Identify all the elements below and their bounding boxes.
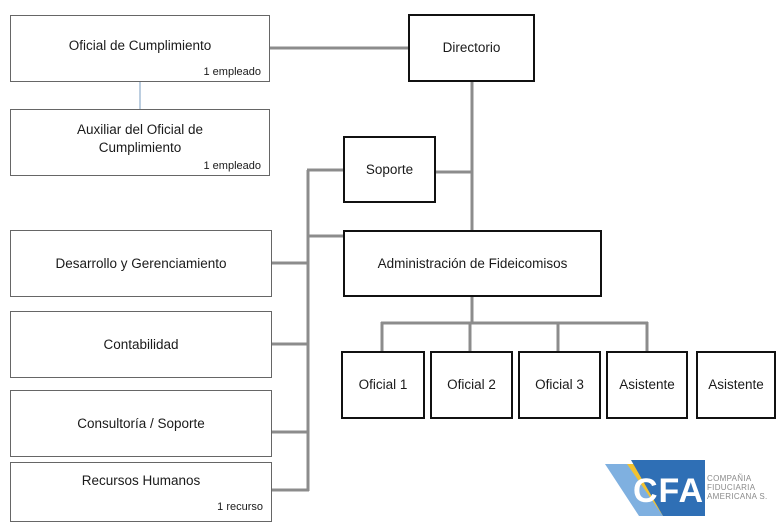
node-directorio: Directorio [408, 14, 535, 82]
node-label: Soporte [365, 161, 414, 177]
node-desarrollo-gerenciamiento: Desarrollo y Gerenciamiento [10, 230, 272, 297]
node-label: Asistente [619, 377, 675, 392]
node-consultoria-soporte: Consultoría / Soporte [10, 390, 272, 457]
node-label: Desarrollo y Gerenciamiento [55, 255, 227, 271]
node-asistente-1: Asistente [606, 351, 688, 419]
node-contabilidad: Contabilidad [10, 311, 272, 378]
node-administracion-fideicomisos: Administración de Fideicomisos [343, 230, 602, 297]
node-auxiliar-oficial: Auxiliar del Oficial de Cumplimiento 1 e… [10, 109, 270, 176]
node-label: Administración de Fideicomisos [377, 255, 568, 271]
logo-light-blue-shape [605, 464, 663, 516]
node-label: Oficial 3 [535, 377, 584, 392]
node-asistente-2: Asistente [696, 351, 776, 419]
logo-blue-shape [631, 460, 705, 516]
logo-company-name: COMPAÑIA FIDUCIARIA AMERICANA S. [707, 474, 768, 501]
node-label: Recursos Humanos [81, 473, 201, 488]
node-label: Contabilidad [103, 336, 179, 352]
node-note: 1 recurso [217, 501, 263, 513]
node-soporte: Soporte [343, 136, 436, 203]
node-note: 1 empleado [203, 160, 262, 172]
node-oficial-1: Oficial 1 [341, 351, 425, 419]
node-oficial-cumplimiento: Oficial de Cumplimiento 1 empleado [10, 15, 270, 82]
node-label: Directorio [442, 40, 501, 55]
cfa-logo-icon: CFA [605, 460, 705, 516]
node-label: Asistente [708, 377, 764, 392]
node-label: Oficial de Cumplimiento [68, 37, 212, 53]
node-label: Consultoría / Soporte [77, 415, 205, 431]
node-recursos-humanos: Recursos Humanos 1 recurso [10, 462, 272, 522]
node-label: Auxiliar del Oficial de Cumplimiento [76, 121, 204, 155]
node-label: Oficial 2 [447, 377, 496, 392]
node-note: 1 empleado [203, 66, 262, 78]
node-label: Oficial 1 [358, 377, 408, 392]
logo-mark: CFA [633, 472, 704, 510]
node-oficial-2: Oficial 2 [430, 351, 513, 419]
node-oficial-3: Oficial 3 [518, 351, 601, 419]
